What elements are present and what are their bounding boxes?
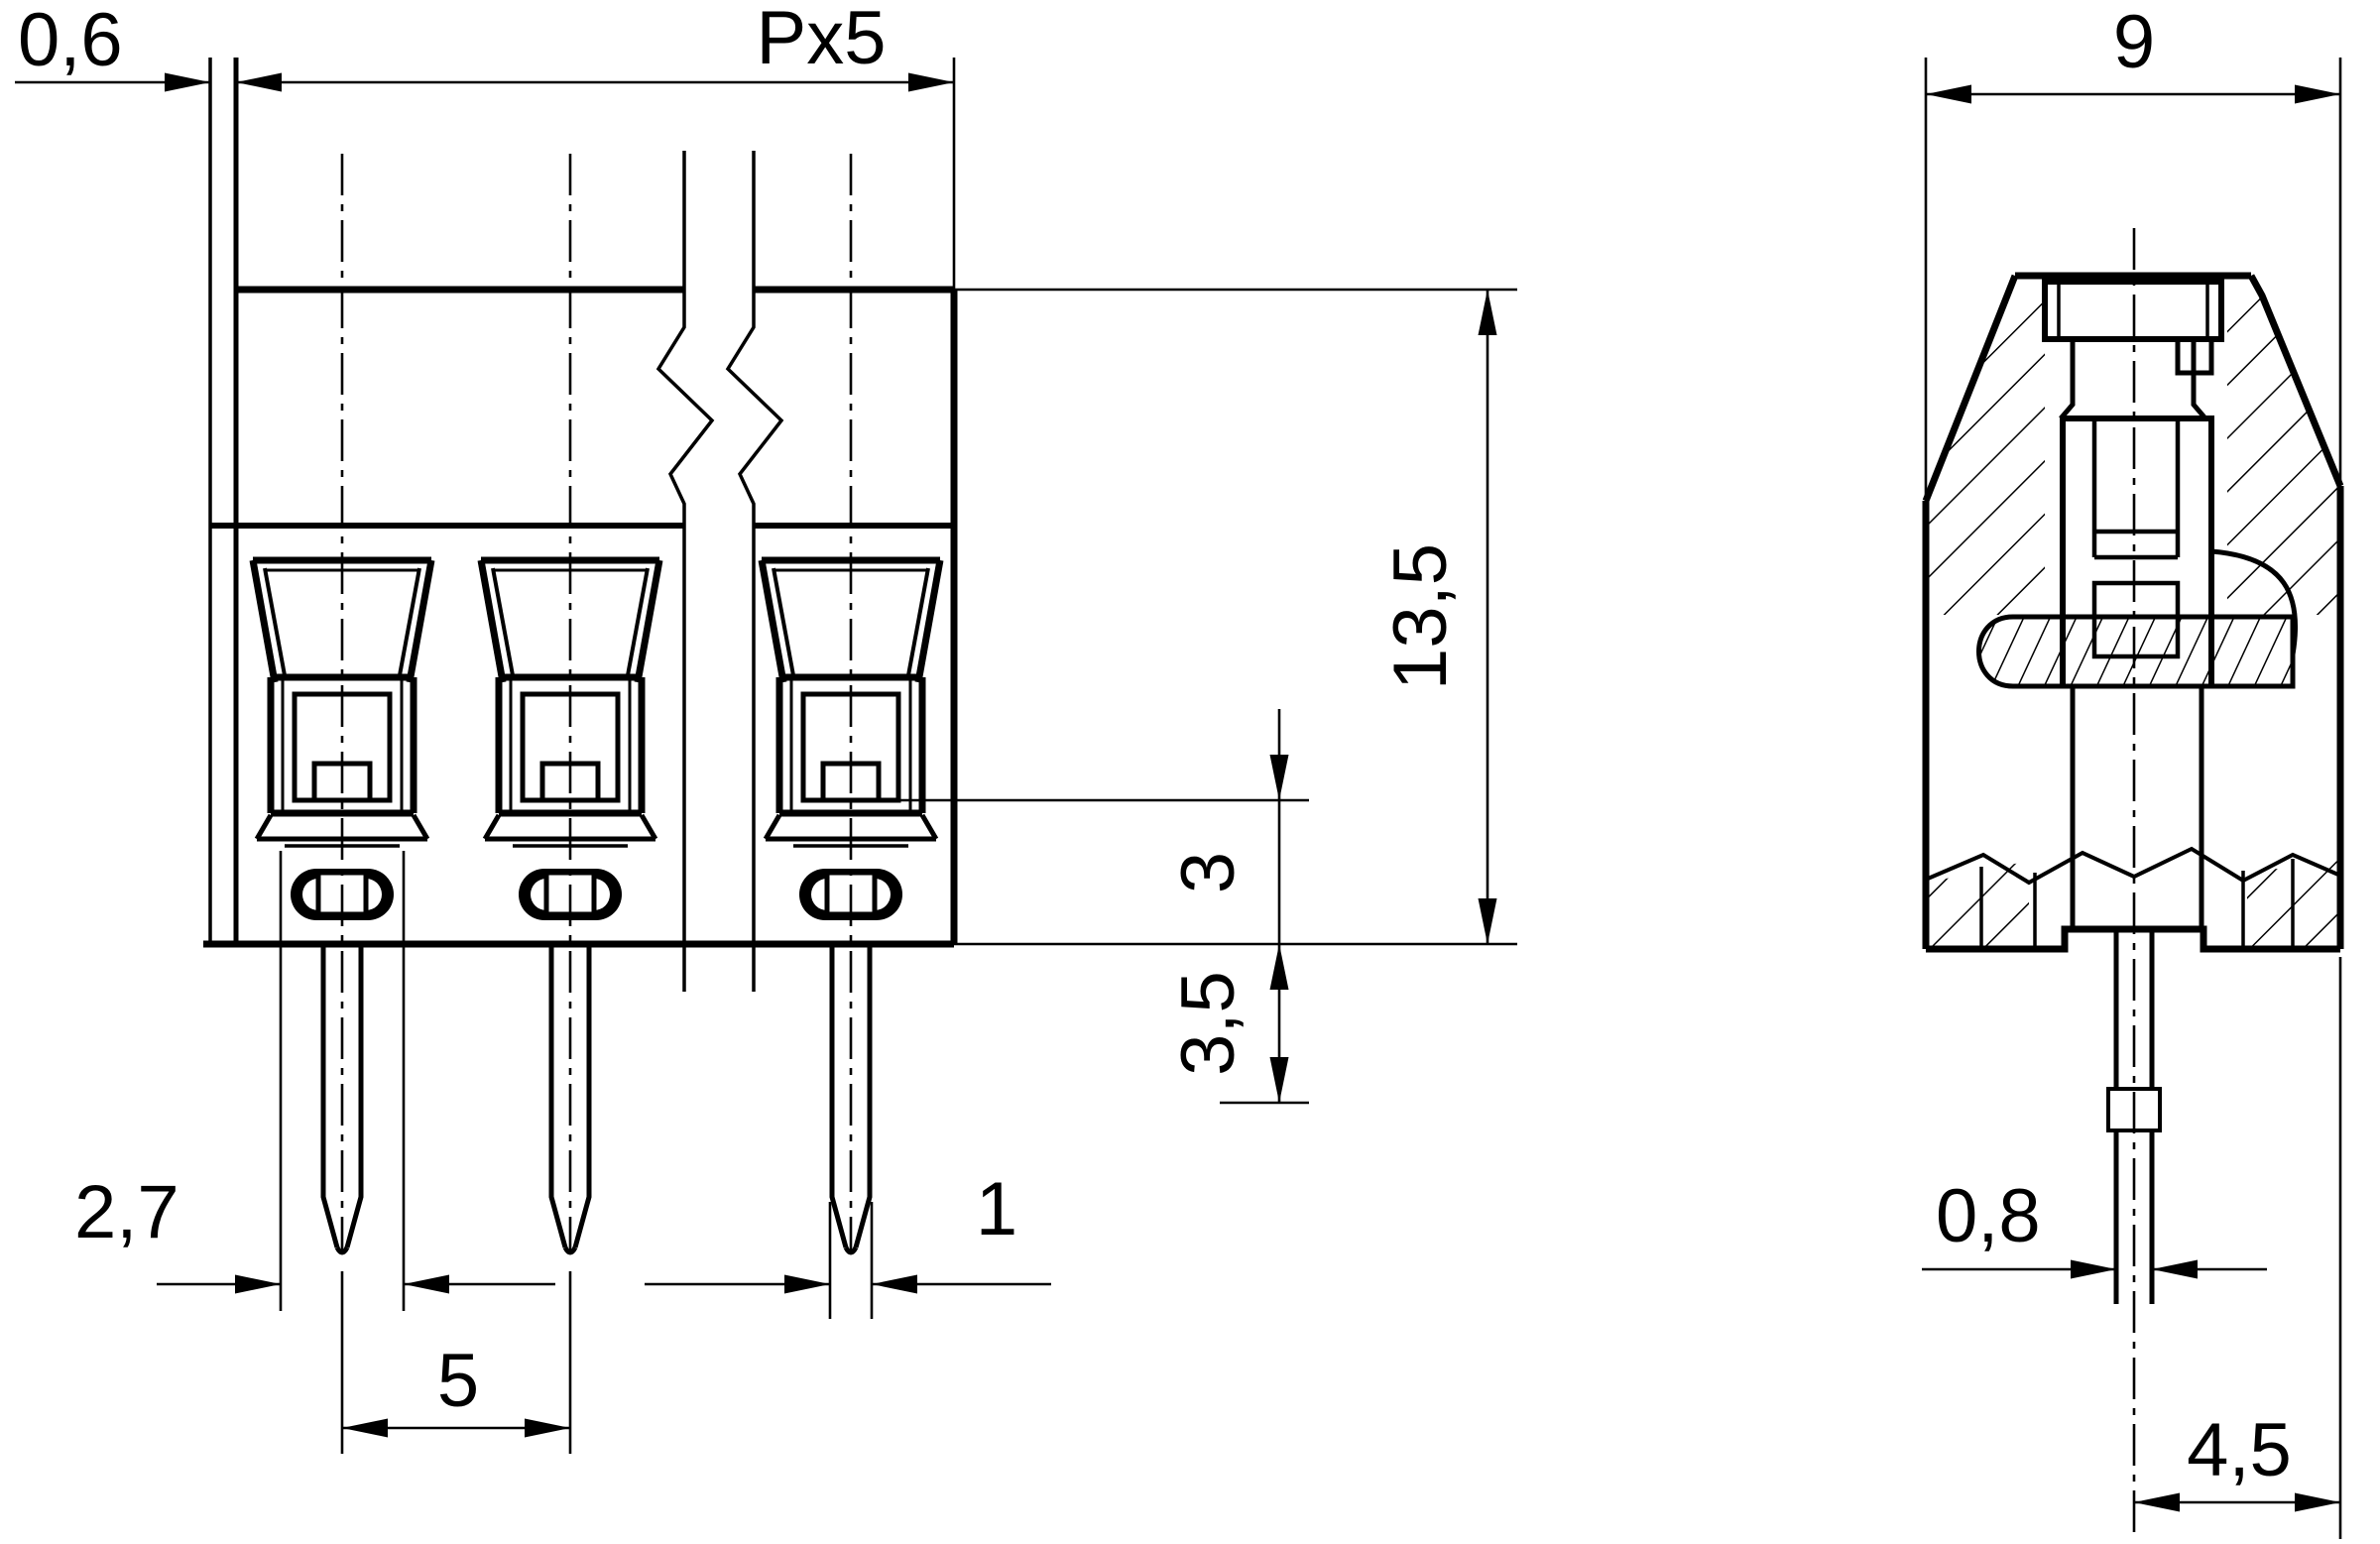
break-zigzag-left	[655, 151, 715, 992]
arrowhead-right-icon	[2295, 84, 2340, 104]
arrowhead-right-icon	[784, 1274, 830, 1294]
dim-end-offset: 0,6	[15, 0, 282, 92]
break-zigzag-right	[725, 151, 784, 992]
clamp-wrap-right	[2210, 548, 2299, 655]
arrowhead-left-icon	[2134, 1492, 2180, 1512]
hatch-right-wall	[2227, 280, 2338, 615]
arrowhead-down-icon	[1269, 755, 1289, 800]
arrowhead-down-icon	[1269, 1057, 1289, 1103]
dim-anchor-width: 2,7	[74, 851, 555, 1311]
arrowhead-right-icon	[908, 72, 954, 92]
break-lines	[655, 151, 784, 992]
screw-neck-left	[2059, 339, 2076, 420]
arrowhead-down-icon	[1478, 898, 1497, 944]
dim-label-pitch-total: Px5	[757, 0, 887, 80]
arrowhead-up-icon	[1478, 290, 1497, 335]
arrowhead-up-icon	[1269, 944, 1289, 990]
right-slant	[2247, 274, 2344, 488]
dim-label-pin-projection: 3,5	[1166, 971, 1250, 1076]
hatch-left-wall	[1928, 280, 2045, 615]
side-view: 9 0,8 4,5	[1922, 0, 2344, 1539]
arrowhead-right-icon	[165, 72, 210, 92]
front-body-outline	[203, 58, 958, 948]
arrowhead-right-icon	[525, 1418, 570, 1438]
dim-label-clamp-to-base: 3	[1166, 852, 1250, 893]
hatch-bottom-left	[1928, 861, 2029, 947]
section-hatching	[1928, 280, 2338, 947]
clamp-saddle	[1976, 614, 2296, 689]
left-slant	[1922, 274, 2019, 503]
dim-pin-pitch: 5	[340, 1271, 572, 1454]
dim-overall-depth: 9	[1924, 0, 2342, 501]
dim-label-overall-depth: 9	[2113, 0, 2155, 84]
dim-label-pin-pitch: 5	[437, 1339, 479, 1423]
dim-pin-thickness: 0,8	[1922, 1174, 2267, 1279]
dim-label-overall-height: 13,5	[1378, 543, 1463, 690]
dim-label-end-offset: 0,6	[18, 0, 123, 82]
arrowhead-right-icon	[2071, 1259, 2116, 1279]
dim-label-pin-width: 1	[976, 1167, 1017, 1251]
dim-pin-center-to-edge: 4,5	[2134, 957, 2342, 1539]
front-view: 0,6 Px5 13,5 3 3,5	[15, 0, 1517, 1454]
dim-clamp-and-pin: 3 3,5	[898, 709, 1309, 1105]
arrowhead-left-icon	[342, 1418, 388, 1438]
dim-label-pin-center-to-edge: 4,5	[2187, 1408, 2292, 1492]
terminal-2	[481, 154, 659, 1253]
arrowhead-left-icon	[872, 1274, 917, 1294]
arrowhead-right-icon	[2295, 1492, 2340, 1512]
arrowhead-left-icon	[2152, 1259, 2198, 1279]
side-pin	[2106, 228, 2162, 1539]
arrowhead-left-icon	[404, 1274, 449, 1294]
screw-and-clamp-section	[1927, 279, 2339, 947]
terminal-3	[762, 154, 940, 1253]
dim-label-pin-thickness: 0,8	[1936, 1174, 2041, 1258]
arrowhead-right-icon	[235, 1274, 281, 1294]
dim-pin-width: 1	[645, 1167, 1051, 1319]
dim-overall-height: 13,5	[954, 288, 1517, 946]
arrowhead-left-icon	[1926, 84, 1971, 104]
dim-pitch-total: Px5	[236, 0, 956, 290]
screw-neck-right	[2191, 339, 2207, 420]
dim-label-anchor-width: 2,7	[74, 1170, 179, 1254]
screw-head	[2042, 279, 2224, 342]
